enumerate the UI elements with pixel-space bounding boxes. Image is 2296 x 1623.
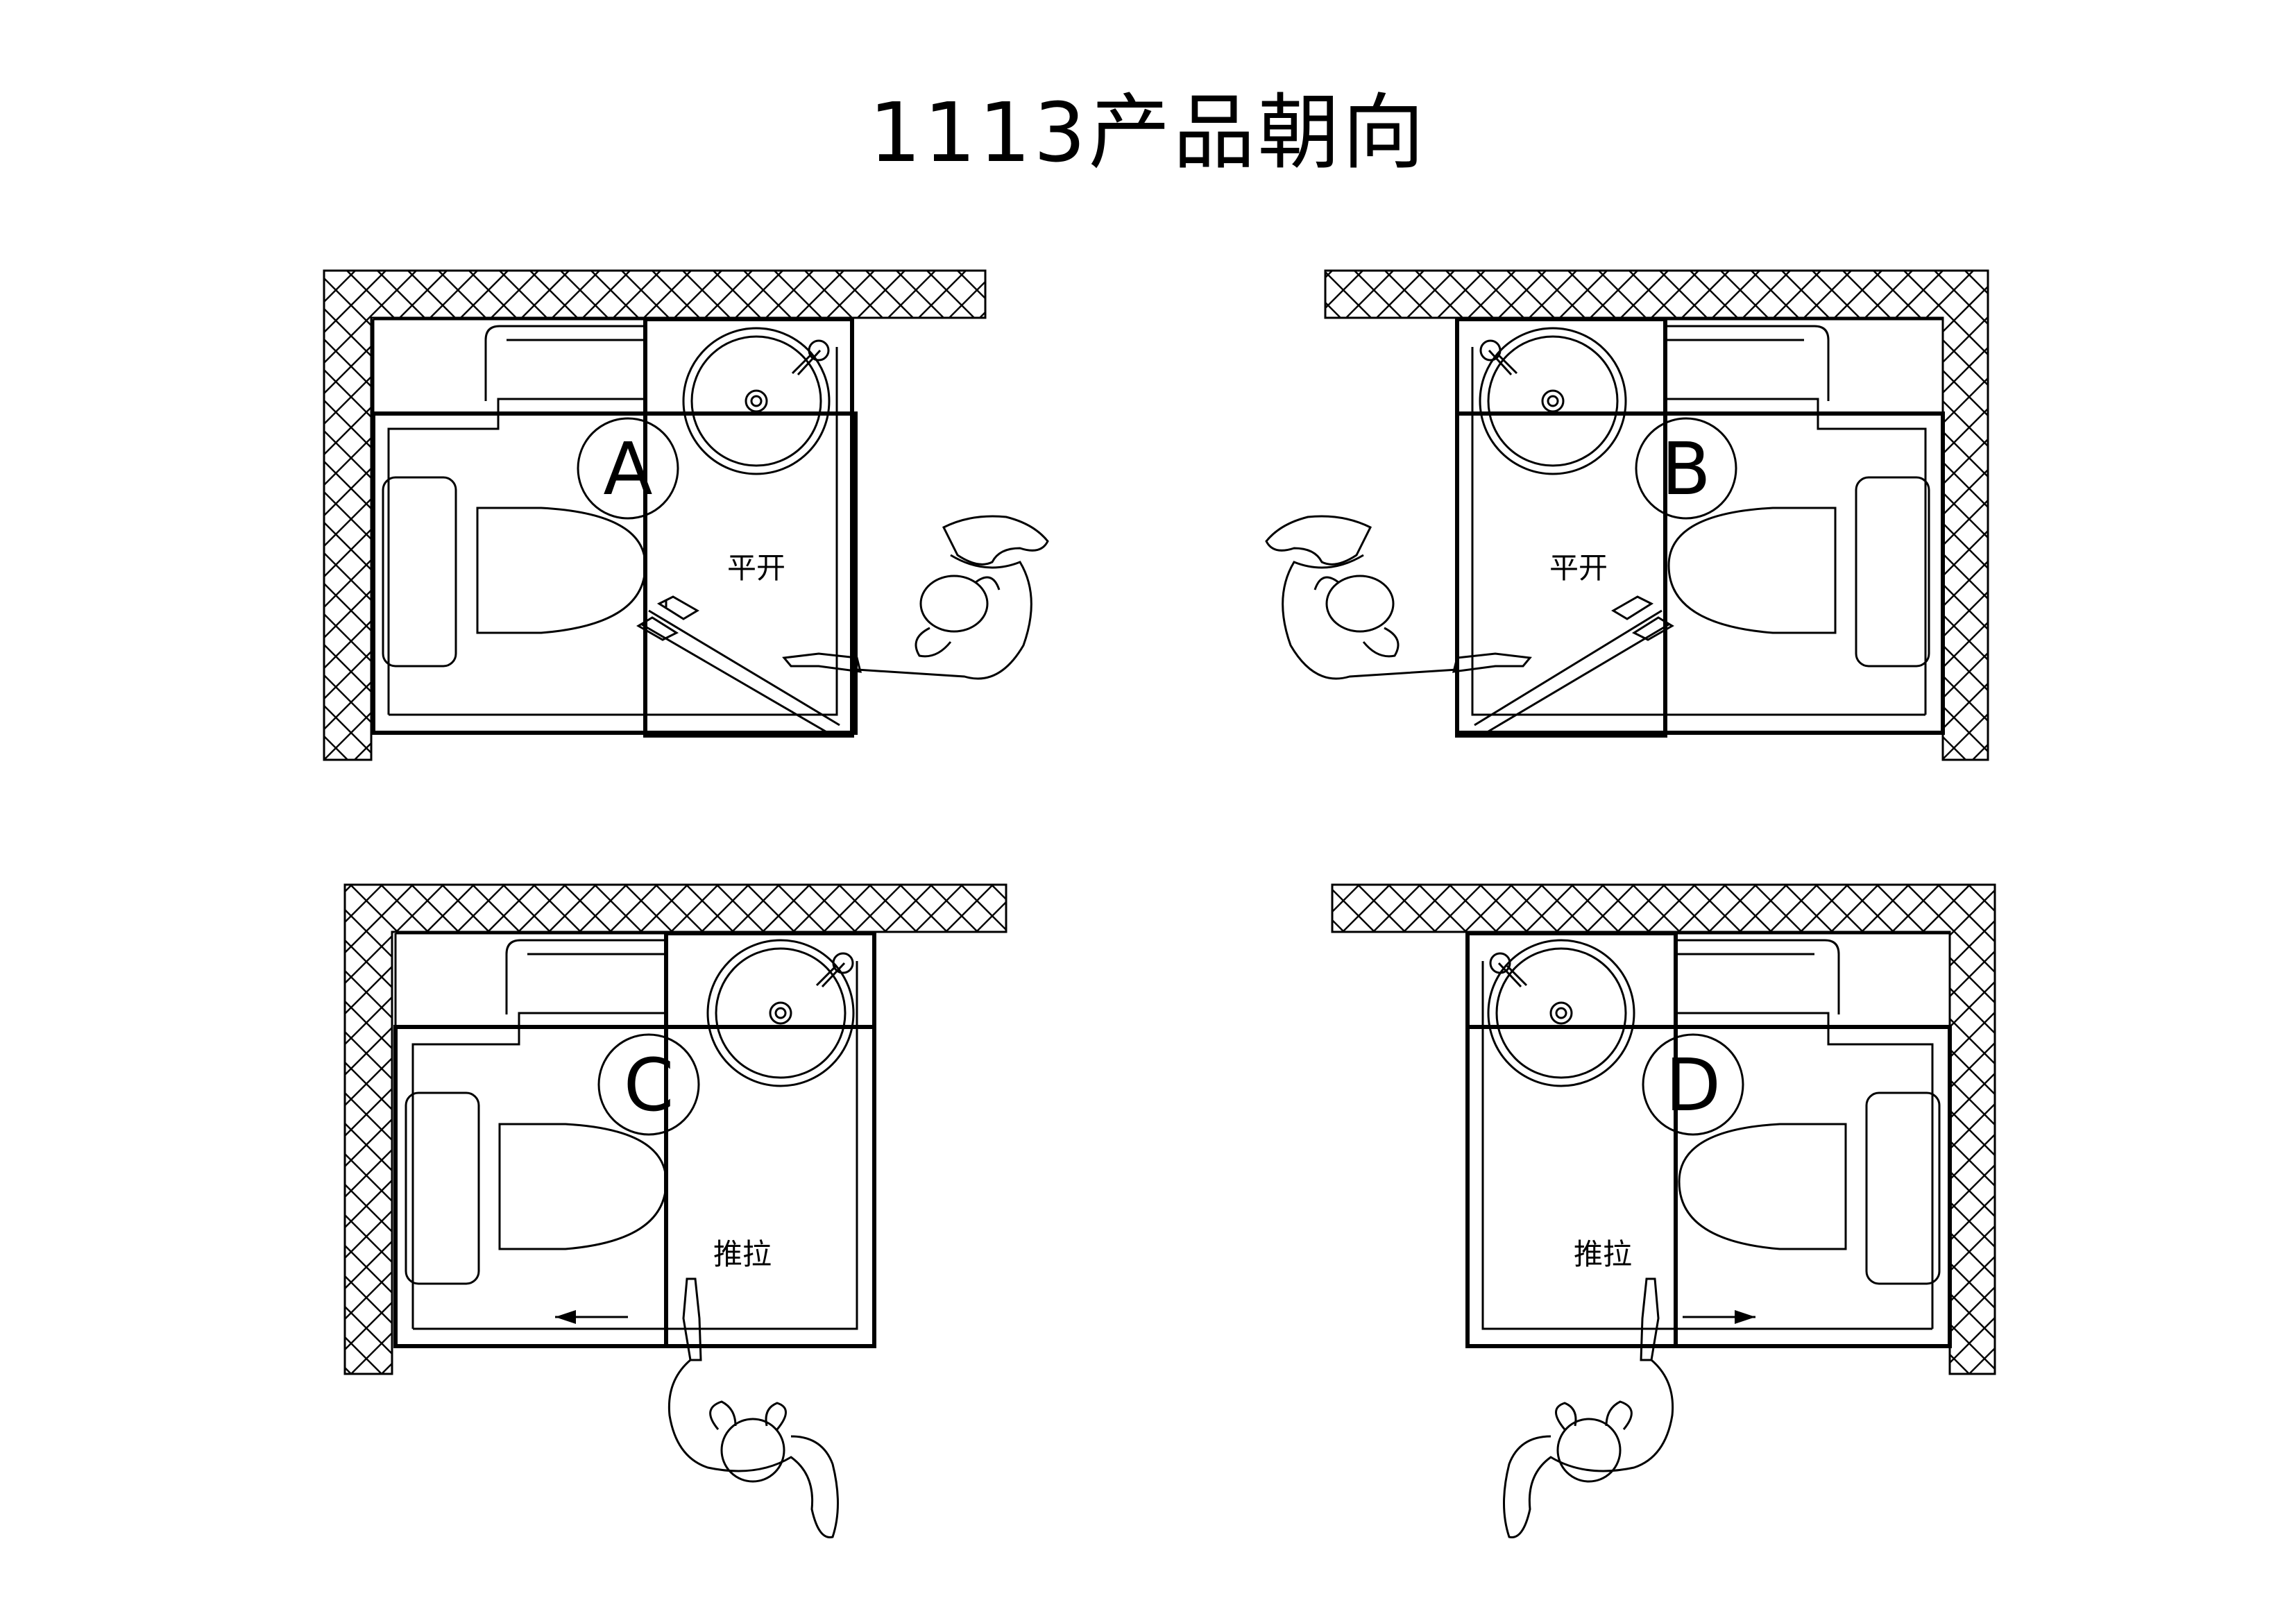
unit-d-wall <box>1331 883 1996 1375</box>
unit-b-sink <box>1479 327 1627 475</box>
unit-d-person-icon <box>1503 1277 1674 1538</box>
unit-a-sink <box>682 327 831 475</box>
page-title: 1113产品朝向 <box>869 85 1427 180</box>
unit-c-label-circle <box>597 1033 700 1136</box>
unit-d-door-type: 推拉 <box>1574 1237 1632 1271</box>
unit-d-sink <box>1487 939 1635 1087</box>
unit-c-sliding-arrow <box>555 1310 628 1324</box>
unit-b-door <box>1474 595 1674 737</box>
unit-a-door <box>636 595 840 737</box>
unit-b-label: B <box>1661 427 1710 511</box>
unit-c-enclosure <box>664 931 876 1348</box>
unit-a-person-icon <box>782 515 1049 680</box>
unit-b-door-type: 平开 <box>1549 551 1608 585</box>
unit-a-toilet <box>382 476 647 668</box>
unit-b-person-icon <box>1265 515 1532 680</box>
unit-b-label-circle <box>1635 417 1737 520</box>
unit-c: C 推拉 <box>343 883 1007 1538</box>
unit-d: D 推拉 <box>1331 883 1996 1538</box>
unit-a-enclosure <box>643 317 854 738</box>
unit-a-label: A <box>603 427 652 511</box>
unit-b-wall <box>1324 269 1989 761</box>
unit-a-label-circle <box>577 417 679 520</box>
unit-d-toilet <box>1678 1091 1941 1285</box>
unit-c-label: C <box>624 1043 674 1128</box>
unit-c-door-type: 推拉 <box>713 1237 772 1271</box>
unit-a-wall <box>323 269 987 761</box>
unit-a-outer-shell <box>371 411 858 735</box>
unit-b-enclosure <box>1455 317 1667 738</box>
unit-a-door-type: 平开 <box>727 551 785 585</box>
unit-c-toilet <box>405 1091 667 1285</box>
unit-c-wall <box>343 883 1007 1375</box>
unit-a: A 平开 <box>323 269 1049 761</box>
unit-b: B 平开 <box>1265 269 1989 761</box>
unit-d-sliding-arrow <box>1683 1310 1755 1324</box>
unit-d-enclosure <box>1465 931 1678 1348</box>
unit-d-label: D <box>1665 1043 1721 1128</box>
unit-d-label-circle <box>1642 1033 1744 1136</box>
unit-c-sink <box>706 939 855 1087</box>
unit-b-toilet <box>1667 476 1930 668</box>
unit-c-person-icon <box>667 1277 839 1538</box>
